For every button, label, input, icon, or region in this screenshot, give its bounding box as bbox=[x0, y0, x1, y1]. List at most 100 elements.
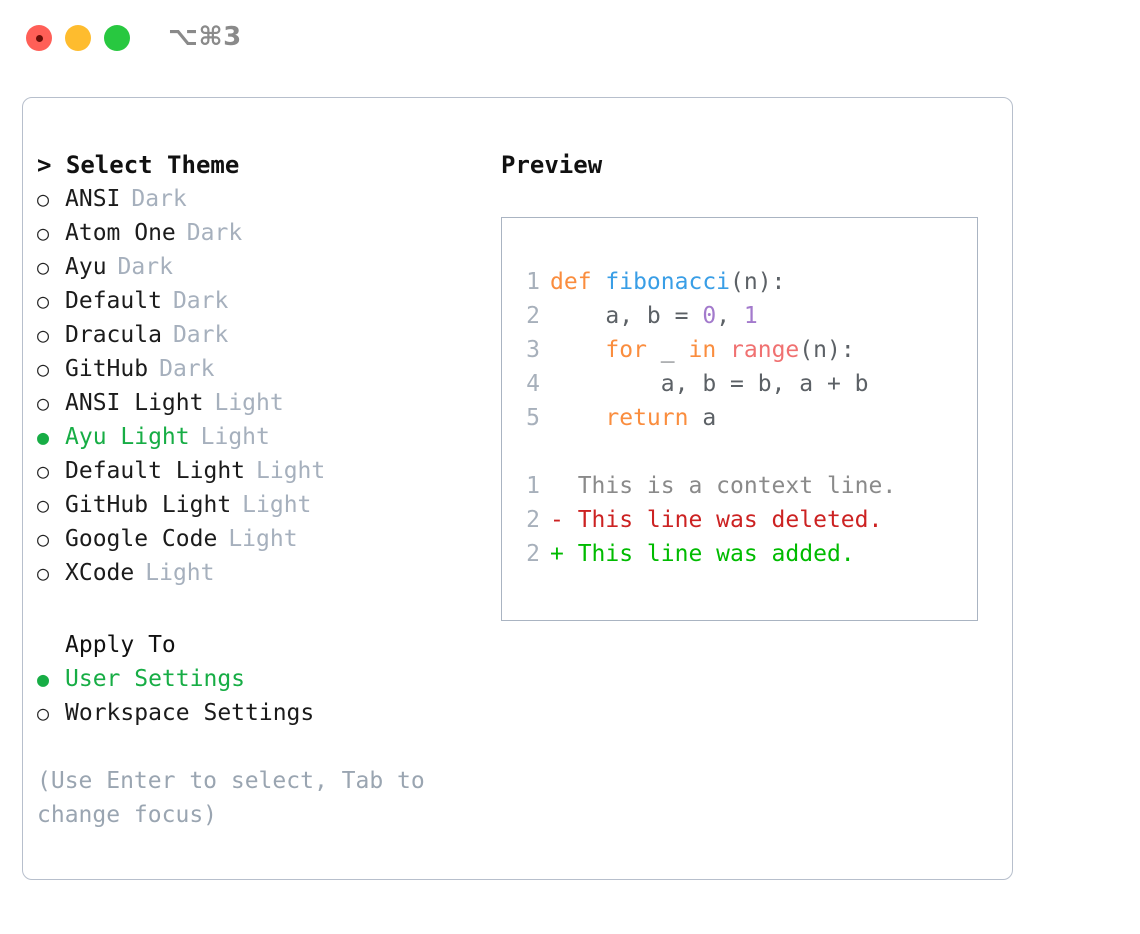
code-line: 2 a, b = 0, 1 bbox=[518, 299, 896, 333]
theme-option-variant: Light bbox=[145, 560, 215, 586]
code-token-txt: , bbox=[716, 303, 744, 329]
theme-option-variant: Dark bbox=[131, 186, 187, 212]
code-token-txt: _ bbox=[646, 337, 689, 363]
theme-option-variant: Dark bbox=[186, 220, 243, 246]
radio-unselected-icon: ○ bbox=[37, 493, 50, 517]
theme-option-label: Dracula bbox=[65, 322, 162, 348]
apply-to-option-workspace-settings[interactable]: ○ Workspace Settings bbox=[37, 696, 487, 730]
code-line-number: 3 bbox=[526, 337, 540, 363]
maximize-window-icon[interactable] bbox=[104, 25, 130, 51]
theme-option-label: Ayu bbox=[65, 254, 107, 280]
code-line: 4 a, b = b, a + b bbox=[518, 367, 896, 401]
diff-line-text: - This line was deleted. bbox=[550, 507, 883, 533]
diff-line-number: 2 bbox=[526, 507, 540, 533]
radio-unselected-icon: ○ bbox=[37, 701, 50, 725]
diff-line-number: 1 bbox=[526, 473, 540, 499]
code-line: 1 def fibonacci(n): bbox=[518, 265, 896, 299]
theme-option-label: ANSI bbox=[65, 186, 121, 212]
radio-unselected-icon: ○ bbox=[37, 561, 50, 585]
code-token-txt bbox=[716, 337, 730, 363]
radio-unselected-icon: ○ bbox=[37, 289, 50, 313]
diff-line-text: This is a context line. bbox=[550, 473, 897, 499]
radio-unselected-icon: ○ bbox=[37, 221, 50, 245]
code-token-kw: def bbox=[550, 269, 606, 295]
radio-selected-icon: ● bbox=[37, 425, 50, 449]
code-token-punc: (n): bbox=[730, 269, 786, 295]
code-token-kw: for bbox=[605, 337, 647, 363]
code-line-number: 1 bbox=[526, 269, 540, 295]
apply-to-option-list: ● User Settings ○ Workspace Settings bbox=[37, 662, 487, 730]
code-token-kw: return bbox=[605, 405, 689, 431]
select-theme-header: > Select Theme bbox=[37, 151, 240, 179]
radio-unselected-icon: ○ bbox=[37, 187, 50, 211]
diff-line-add: 2 + This line was added. bbox=[518, 537, 896, 571]
theme-option-label: Ayu Light bbox=[65, 424, 190, 450]
diff-line-del: 2 - This line was deleted. bbox=[518, 503, 896, 537]
keyboard-shortcut-label: ⌥⌘3 bbox=[168, 22, 242, 52]
theme-option-label: Default bbox=[65, 288, 162, 314]
theme-option-variant: Dark bbox=[172, 322, 229, 348]
code-token-txt: a, b = bbox=[550, 303, 703, 329]
theme-option-variant: Light bbox=[214, 390, 284, 416]
theme-option-ayu-light[interactable]: ● Ayu Light Light bbox=[37, 420, 487, 454]
diff-line-ctx: 1 This is a context line. bbox=[518, 469, 896, 503]
code-token-num: 1 bbox=[743, 303, 758, 329]
apply-to-header: Apply To bbox=[65, 632, 176, 658]
theme-option-variant: Light bbox=[200, 424, 270, 450]
theme-option-variant: Light bbox=[256, 458, 326, 484]
diff-line-number: 2 bbox=[526, 541, 540, 567]
theme-option-dracula[interactable]: ○ Dracula Dark bbox=[37, 318, 487, 352]
code-token-call: range bbox=[730, 337, 800, 363]
theme-option-variant: Light bbox=[242, 492, 312, 518]
code-token-txt bbox=[550, 405, 605, 431]
theme-option-default-light[interactable]: ○ Default Light Light bbox=[37, 454, 487, 488]
theme-option-label: ANSI Light bbox=[65, 390, 204, 416]
code-token-punc: (n): bbox=[799, 337, 855, 363]
radio-unselected-icon: ○ bbox=[37, 527, 50, 551]
code-line-number: 2 bbox=[526, 303, 540, 329]
radio-selected-icon: ● bbox=[37, 667, 50, 691]
preview-title: Preview bbox=[501, 151, 603, 179]
apply-to-option-label: Workspace Settings bbox=[65, 700, 315, 726]
theme-option-label: Default Light bbox=[65, 458, 246, 484]
code-line-number: 4 bbox=[526, 371, 540, 397]
radio-unselected-icon: ○ bbox=[37, 391, 50, 415]
theme-option-ansi[interactable]: ○ ANSI Dark bbox=[37, 182, 487, 216]
minimize-window-icon[interactable] bbox=[65, 25, 91, 51]
apply-to-option-user-settings[interactable]: ● User Settings bbox=[37, 662, 487, 696]
code-token-fn: fibonacci bbox=[605, 269, 731, 295]
close-window-icon[interactable] bbox=[26, 25, 52, 51]
theme-option-label: Google Code bbox=[65, 526, 218, 552]
theme-option-google-code[interactable]: ○ Google Code Light bbox=[37, 522, 487, 556]
keyboard-hint-text: (Use Enter to select, Tab to change focu… bbox=[37, 768, 439, 828]
code-token-txt bbox=[550, 337, 605, 363]
theme-option-atom-one[interactable]: ○ Atom One Dark bbox=[37, 216, 487, 250]
theme-option-variant: Light bbox=[228, 526, 298, 552]
radio-unselected-icon: ○ bbox=[37, 323, 50, 347]
code-token-num: 0 bbox=[702, 303, 717, 329]
code-token-txt: a bbox=[688, 405, 717, 431]
window-controls bbox=[26, 25, 130, 51]
section-spacer bbox=[37, 590, 487, 628]
apply-to-option-label: User Settings bbox=[65, 666, 246, 692]
code-line: 5 return a bbox=[518, 401, 896, 435]
theme-option-default[interactable]: ○ Default Dark bbox=[37, 284, 487, 318]
radio-unselected-icon: ○ bbox=[37, 459, 50, 483]
title-bar: ⌥⌘3 bbox=[0, 0, 1140, 78]
code-line: 3 for _ in range(n): bbox=[518, 333, 896, 367]
theme-option-variant: Dark bbox=[172, 288, 229, 314]
radio-unselected-icon: ○ bbox=[37, 357, 50, 381]
theme-option-label: Atom One bbox=[65, 220, 176, 246]
theme-option-ansi-light[interactable]: ○ ANSI Light Light bbox=[37, 386, 487, 420]
diff-line-text: + This line was added. bbox=[550, 541, 855, 567]
